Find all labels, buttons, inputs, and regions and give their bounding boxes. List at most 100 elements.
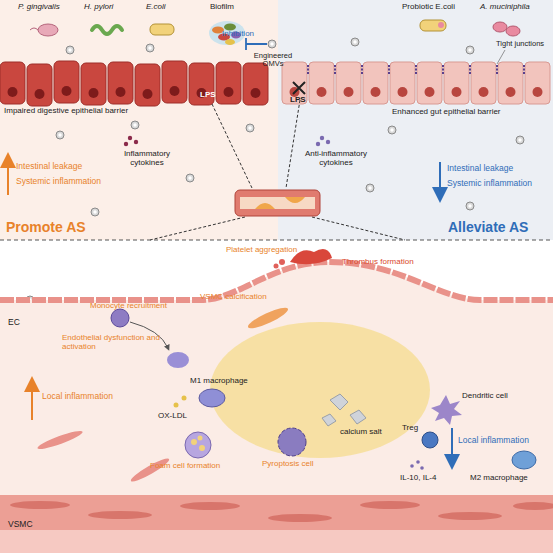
macrophage-icons xyxy=(174,403,179,408)
e-coli-icon xyxy=(150,24,174,35)
vessel-wall xyxy=(10,501,70,509)
omv-particles xyxy=(146,44,154,52)
omv-label: Engineered OMVs xyxy=(246,52,300,69)
species-label: P. gingivalis xyxy=(18,3,88,12)
immune-cells xyxy=(422,432,438,448)
species-label: Probiotic E.coli xyxy=(402,3,476,12)
enhanced-epithelium xyxy=(390,62,415,104)
section-divider xyxy=(0,240,553,241)
h-pylori-icon xyxy=(92,26,122,34)
impaired-epithelium xyxy=(0,61,268,106)
omv-particles xyxy=(268,40,276,48)
cytokine-dots xyxy=(124,142,128,146)
enhanced-epithelium xyxy=(282,62,550,104)
enhanced-epithelium xyxy=(363,62,388,104)
vessel-wall xyxy=(88,511,152,519)
immune-cells xyxy=(512,451,536,469)
junction-label: Tight junctions xyxy=(496,40,552,48)
akkermansia-icon xyxy=(506,26,520,36)
h-pylori-icon xyxy=(92,26,122,34)
vessel-wall xyxy=(438,512,502,520)
migrating-vsmc xyxy=(36,428,84,452)
effect-label: Systemic inflammation xyxy=(447,179,553,189)
vessel-wall xyxy=(0,262,553,553)
immune-cells xyxy=(420,466,424,470)
impaired-epithelium xyxy=(135,64,160,106)
cytokine-dots xyxy=(124,136,330,146)
macrophage-icons xyxy=(278,428,306,456)
cell-label: M2 macrophage xyxy=(470,474,552,483)
inhibition-label: Inhibition xyxy=(222,30,272,39)
probiotic-e-coli-icon xyxy=(438,22,444,28)
trend-arrows-top xyxy=(8,160,440,195)
artery-icon xyxy=(255,197,305,209)
section-divider xyxy=(0,240,553,241)
monocyte-icon xyxy=(111,309,129,327)
macrophage-icons xyxy=(199,445,205,451)
panel-heading: Alleviate AS xyxy=(448,220,553,236)
enhanced-epithelium xyxy=(417,62,442,104)
cell-label: Treg xyxy=(402,424,432,433)
probiotic-e-coli-icon xyxy=(420,20,446,31)
enhanced-epithelium xyxy=(336,62,361,104)
trend-arrows-top xyxy=(7,160,9,195)
immune-cells xyxy=(410,464,414,468)
vessel-wall xyxy=(0,530,553,553)
vessel-wall xyxy=(268,514,332,522)
calcium-salt-icon xyxy=(322,394,366,426)
lps-label: LPS xyxy=(200,91,230,100)
vessel-wall xyxy=(360,501,420,509)
artery-icon xyxy=(235,190,320,216)
thrombus-icon xyxy=(274,264,279,269)
impaired-epithelium xyxy=(0,62,25,104)
p-gingivalis-icon xyxy=(38,24,58,36)
impaired-epithelium xyxy=(216,62,241,104)
omv-particles xyxy=(246,124,254,132)
impaired-epithelium xyxy=(162,61,187,103)
species-label: Biofilm xyxy=(210,3,254,12)
immune-cells xyxy=(416,460,420,464)
enhanced-epithelium xyxy=(444,62,469,104)
omv-particles xyxy=(351,38,359,46)
process-label: Foam cell formation xyxy=(150,462,250,471)
enhanced-epithelium xyxy=(309,62,334,104)
effect-label: Intestinal leakage xyxy=(447,164,553,174)
macrophage-icons xyxy=(167,352,306,458)
molecule-label: IL-10, IL-4 xyxy=(400,474,460,483)
omv-particles xyxy=(91,208,99,216)
biofilm-icon xyxy=(225,39,235,45)
artery-icon xyxy=(240,197,315,209)
p-gingivalis-icon xyxy=(30,28,38,30)
process-label: Thrombus formation xyxy=(342,258,442,267)
p-gingivalis-icon xyxy=(30,24,58,36)
cytokine-dots xyxy=(326,140,330,144)
effect-label: Systemic inflammation xyxy=(16,177,126,187)
impaired-epithelium xyxy=(81,63,106,105)
immune-cells xyxy=(410,395,536,470)
lps-paths xyxy=(150,217,405,240)
vessel-wall xyxy=(180,502,240,510)
trend-arrows-bottom xyxy=(451,428,453,462)
vsmc-calcification-icon xyxy=(246,304,290,332)
bottom-background xyxy=(0,241,553,553)
impaired-epithelium xyxy=(243,63,268,105)
macrophage-icons xyxy=(191,439,197,445)
artery-icon xyxy=(235,190,320,216)
bottom-background xyxy=(0,241,553,553)
thrombus-icon xyxy=(279,259,285,265)
process-label: Endothelial dysfunction and activation xyxy=(62,334,162,352)
cytokine-label: Inflammatory cytokines xyxy=(112,150,182,168)
enhanced-epithelium xyxy=(498,62,523,104)
impaired-epithelium xyxy=(54,61,79,103)
migrating-vsmc xyxy=(36,428,171,484)
omv-particles xyxy=(56,131,64,139)
lps-label: LPS xyxy=(290,96,320,105)
species-label: H. pylori xyxy=(84,3,134,12)
impaired-epithelium xyxy=(108,62,133,104)
enhanced-epithelium xyxy=(471,62,496,104)
lps-paths xyxy=(286,100,300,188)
vessel-wall xyxy=(0,495,553,530)
process-label: Platelet aggregation xyxy=(226,246,326,255)
process-label: Pyroptosis cell xyxy=(262,460,342,469)
species-label: A. muciniphila xyxy=(480,3,552,12)
